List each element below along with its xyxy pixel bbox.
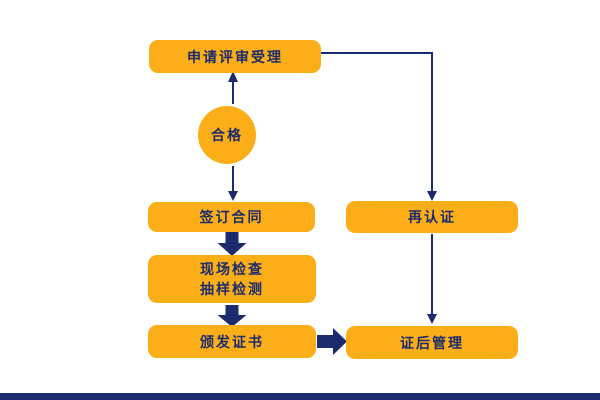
node-recertification: 再认证 xyxy=(346,201,518,233)
arrow-qualified-to-apply-head xyxy=(228,71,238,82)
arrow-qualified-to-contract-head xyxy=(228,191,238,201)
node-inspection-line1: 现场检查 xyxy=(200,261,264,277)
node-apply: 申请评审受理 xyxy=(149,40,321,73)
node-post-management: 证后管理 xyxy=(346,326,518,359)
block-arrow-contract-to-inspection xyxy=(217,232,247,256)
node-contract: 签订合同 xyxy=(148,202,315,232)
arrow-apply-to-recertification-line xyxy=(320,52,433,192)
node-certificate: 颁发证书 xyxy=(148,325,316,358)
block-arrow-inspection-to-certificate xyxy=(217,305,247,327)
arrow-recertification-to-post-head xyxy=(427,314,437,324)
node-inspection: 现场检查 抽样检测 xyxy=(148,255,316,303)
node-inspection-line2: 抽样检测 xyxy=(200,281,264,297)
node-qualified: 合格 xyxy=(198,106,256,164)
arrow-apply-to-recertification-head xyxy=(427,191,437,201)
block-arrow-certificate-to-post xyxy=(317,328,347,355)
footer-bar xyxy=(0,393,600,400)
